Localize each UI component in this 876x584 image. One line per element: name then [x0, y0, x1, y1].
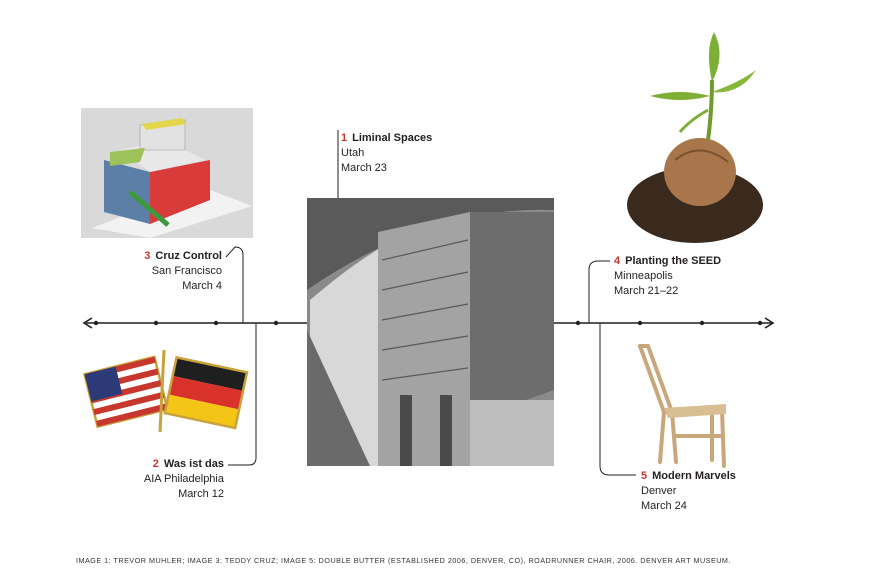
event-title: Was ist das	[163, 458, 224, 470]
connector-event-3	[225, 246, 244, 323]
connector-event-5	[599, 323, 636, 476]
event-location: San Francisco	[151, 265, 222, 277]
tick-dot	[637, 320, 643, 326]
tick-dot	[93, 320, 99, 326]
event-date: March 23	[341, 162, 387, 174]
event-date: March 24	[641, 500, 687, 512]
event-location: Denver	[641, 485, 677, 497]
tick-dot	[213, 320, 219, 326]
connector-event-4	[588, 260, 610, 323]
event-number: 4	[614, 255, 621, 267]
event-number: 3	[144, 250, 151, 262]
event-location: Minneapolis	[614, 270, 673, 282]
tick-dot	[757, 320, 763, 326]
event-title: Planting the SEED	[625, 255, 722, 267]
event-date: March 21–22	[614, 285, 679, 297]
event-number: 1	[341, 132, 348, 144]
event-title: Cruz Control	[155, 250, 222, 262]
event-number: 5	[641, 470, 648, 482]
tick-dot	[153, 320, 159, 326]
event-location: AIA Philadelphia	[143, 473, 224, 485]
event-date: March 4	[182, 280, 222, 292]
event-number: 2	[152, 458, 159, 470]
event-title: Liminal Spaces	[352, 132, 433, 144]
tick-dot	[575, 320, 581, 326]
event-3-label: 3 Cruz Control San Francisco March 4	[120, 249, 222, 294]
timeline-ticks	[93, 320, 763, 326]
event-5-label: 5 Modern Marvels Denver March 24	[641, 469, 736, 514]
event-title: Modern Marvels	[652, 470, 736, 482]
event-2-label: 2 Was ist das AIA Philadelphia March 12	[100, 457, 224, 502]
tick-dot	[699, 320, 705, 326]
left-arrow-icon	[82, 317, 93, 329]
event-date: March 12	[178, 488, 224, 500]
event-1-label: 1 Liminal Spaces Utah March 23	[341, 131, 432, 176]
event-4-label: 4 Planting the SEED Minneapolis March 21–…	[614, 254, 721, 299]
right-arrow-icon	[764, 317, 775, 329]
image-credit: Image 1: Trevor Muhler; Image 3: Teddy C…	[76, 556, 731, 565]
tick-dot	[273, 320, 279, 326]
event-location: Utah	[341, 147, 365, 159]
connector-event-2	[228, 323, 257, 466]
